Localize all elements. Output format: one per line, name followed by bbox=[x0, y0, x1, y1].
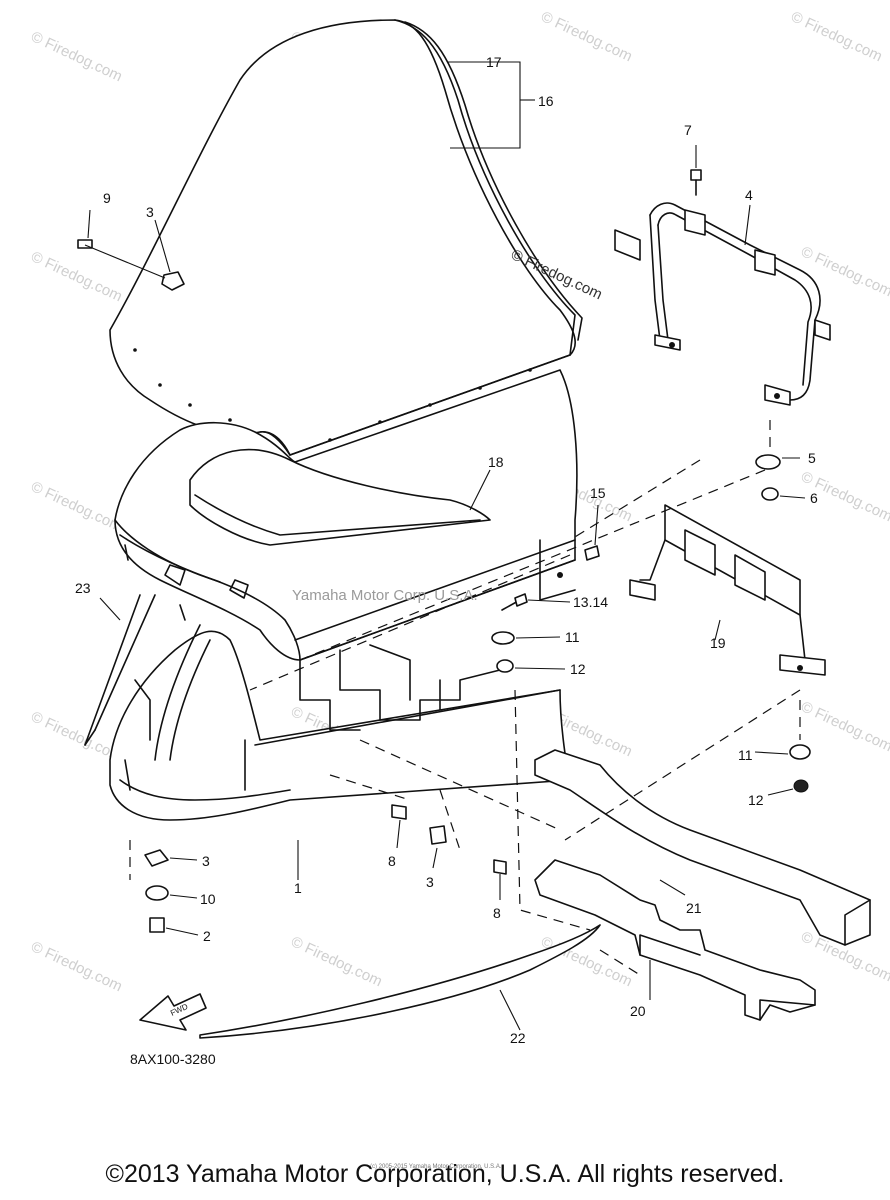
grommet-part bbox=[755, 454, 781, 470]
callout-4: 4 bbox=[745, 187, 753, 203]
screw-part bbox=[584, 545, 600, 561]
callout-8: 8 bbox=[493, 905, 501, 921]
watermark-text: © Firedog.com bbox=[28, 248, 125, 305]
watermark-text: © Firedog.com bbox=[788, 8, 885, 65]
support-bracket-part bbox=[629, 504, 826, 676]
callout-13-14: 13.14 bbox=[573, 594, 608, 610]
callout-3: 3 bbox=[202, 853, 210, 869]
callout-12: 12 bbox=[570, 661, 586, 677]
callout-6: 6 bbox=[810, 490, 818, 506]
callout-11: 11 bbox=[565, 629, 580, 645]
screw-part bbox=[149, 917, 165, 933]
callout-22: 22 bbox=[510, 1030, 526, 1046]
callout-23: 23 bbox=[75, 580, 91, 596]
center-watermark: Yamaha Motor Corp. U.S.A. bbox=[292, 587, 478, 604]
callout-15: 15 bbox=[590, 485, 606, 501]
tiny-copyright-notice: (c) 2005-2015 Yamaha Motor Corporation, … bbox=[370, 1164, 502, 1170]
washer-part bbox=[761, 487, 779, 501]
part-callouts: 17 16 9 3 7 4 5 6 18 15 13.14 11 12 19 2… bbox=[75, 54, 818, 1046]
callout-20: 20 bbox=[630, 1003, 646, 1019]
clip-part bbox=[144, 849, 169, 867]
callout-11: 11 bbox=[738, 747, 753, 763]
screw-part bbox=[391, 804, 407, 820]
side-strip-part bbox=[84, 594, 156, 746]
callout-9: 9 bbox=[103, 190, 111, 206]
callout-5: 5 bbox=[808, 450, 816, 466]
grommet-part bbox=[491, 631, 515, 645]
callout-17: 17 bbox=[486, 54, 502, 70]
callout-10: 10 bbox=[200, 891, 216, 907]
watermark-text: © Firedog.com bbox=[538, 933, 635, 990]
leader-lines bbox=[84, 61, 806, 1031]
copyright-footer: ©2013 Yamaha Motor Corporation, U.S.A. A… bbox=[105, 1160, 785, 1188]
callout-7: 7 bbox=[684, 122, 692, 138]
grommet-part bbox=[789, 744, 811, 760]
callout-21: 21 bbox=[686, 900, 702, 916]
bottom-strip-part bbox=[199, 924, 601, 1039]
watermark-text: © Firedog.com bbox=[28, 28, 125, 85]
callout-19: 19 bbox=[710, 635, 726, 651]
front-rail-part bbox=[534, 749, 871, 946]
watermark-text: © Firedog.com bbox=[538, 8, 635, 65]
washer-part bbox=[496, 659, 514, 673]
watermark-text: © Firedog.com bbox=[798, 243, 890, 300]
hood-part bbox=[114, 369, 578, 661]
rear-support-part bbox=[534, 859, 816, 1021]
drawing-code: 8AX100-3280 bbox=[130, 1051, 216, 1067]
screw-part bbox=[690, 169, 702, 181]
screw-part bbox=[493, 859, 507, 875]
watermark-text: © Firedog.com bbox=[28, 478, 125, 535]
nut-part bbox=[161, 271, 185, 291]
callout-3: 3 bbox=[426, 874, 434, 890]
windshield-rivets bbox=[133, 348, 532, 442]
watermark-text: © Firedog.com bbox=[288, 933, 385, 990]
watermark-text: © Firedog.com bbox=[28, 938, 125, 995]
washer-part bbox=[145, 885, 169, 901]
callout-8: 8 bbox=[388, 853, 396, 869]
callout-12: 12 bbox=[748, 792, 764, 808]
mounting-bracket-part bbox=[614, 202, 831, 406]
hardware-parts bbox=[77, 169, 811, 933]
callout-3: 3 bbox=[146, 204, 154, 220]
washer-part bbox=[793, 779, 809, 793]
callout-1: 1 bbox=[294, 880, 302, 896]
callout-16: 16 bbox=[538, 93, 554, 109]
forward-arrow: FWD bbox=[139, 993, 207, 1031]
lower-cowling-part bbox=[109, 604, 571, 821]
clip-part bbox=[429, 825, 447, 845]
watermark-text: © Firedog.com bbox=[798, 698, 890, 755]
assembly-lines bbox=[129, 420, 801, 976]
callout-2: 2 bbox=[203, 928, 211, 944]
callout-18: 18 bbox=[488, 454, 504, 470]
